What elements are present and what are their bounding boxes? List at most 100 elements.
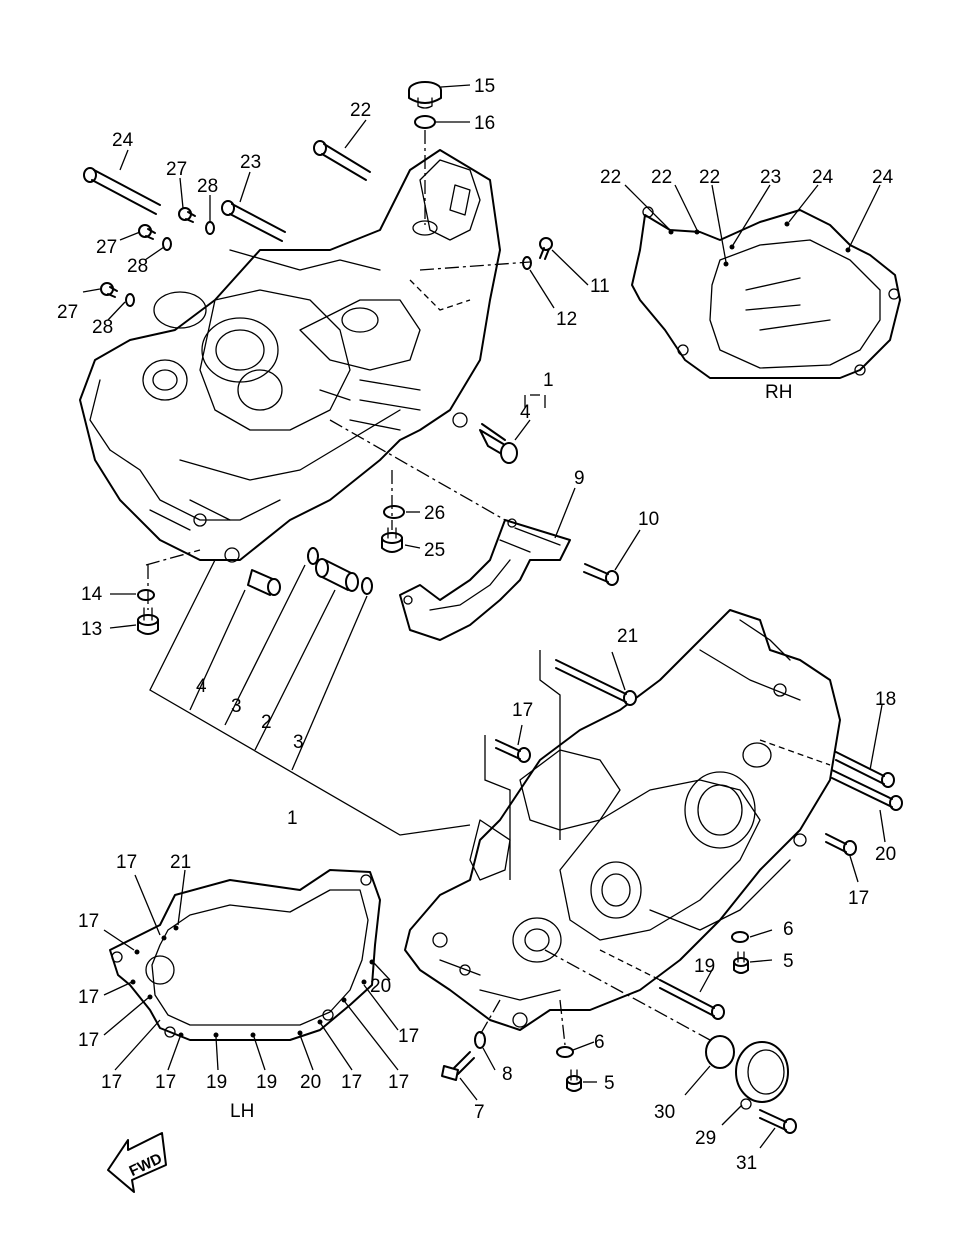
bolt-11 [539,237,553,260]
guard-plate-9 [399,518,571,641]
upper-fasteners [83,81,553,553]
label-16: 16 [474,113,495,134]
label-17-lh-a: 17 [116,852,137,873]
label-8: 8 [502,1064,513,1085]
bolt-21-right [555,659,637,706]
cover-29 [735,1041,789,1110]
right-fasteners [441,659,903,1134]
o-ring-30 [705,1035,735,1069]
label-5-right: 5 [783,951,794,972]
washer-6-lower [556,1046,574,1058]
label-3-b: 3 [293,732,304,753]
label-22-rh-a: 22 [600,167,621,188]
label-28-b: 28 [127,256,148,277]
label-12: 12 [556,309,577,330]
label-23-rh: 23 [760,167,781,188]
label-1-lower: 1 [287,808,298,829]
label-5-lower: 5 [604,1073,615,1094]
label-19-lh-b: 19 [256,1072,277,1093]
bolt-24-left [83,167,161,215]
bolt-5-lower [566,1069,582,1092]
label-20-right: 20 [875,844,896,865]
label-17-right: 17 [848,888,869,909]
label-2: 2 [261,712,272,733]
bolt-23-left [221,200,286,242]
label-28-c: 28 [92,317,113,338]
label-4-lower: 4 [196,676,207,697]
part-labels: 15 16 22 24 23 27 28 27 28 27 28 11 12 1… [57,76,896,1174]
washer-6-right [731,931,749,943]
bolt-13 [137,607,159,635]
left-small-parts [137,547,373,635]
drain-bolt-25 [381,527,403,553]
label-31: 31 [736,1153,757,1174]
label-28-a: 28 [197,176,218,197]
label-27-c: 27 [57,302,78,323]
label-17-lh-g: 17 [101,1072,122,1093]
bolt-17-right [825,833,857,856]
bolts-27 [100,207,196,298]
lh-inset-label: LH [230,1101,254,1122]
collar-2 [315,558,359,592]
washer-26 [383,505,405,519]
label-17-lh-f: 17 [388,1072,409,1093]
bolt-31 [759,1109,797,1134]
fwd-arrow: FWD [107,1132,167,1193]
label-14: 14 [81,584,103,605]
leader-lines [82,84,886,1149]
lh-inset-outline [109,869,381,1041]
label-30: 30 [654,1102,675,1123]
o-ring-3-b [361,577,373,595]
oil-plug-15 [408,81,442,109]
bolt-22-top [313,140,371,181]
label-24-upper: 24 [112,130,134,151]
rh-inset-outline [631,206,901,379]
label-17-lh-c: 17 [78,987,99,1008]
label-15: 15 [474,76,495,97]
label-26: 26 [424,503,445,524]
label-17-lh-d: 17 [78,1030,99,1051]
right-crankcase-half [404,609,841,1031]
label-21-lh: 21 [170,852,191,873]
washer-14 [137,589,155,601]
o-ring-3-a [307,547,319,565]
label-3-a: 3 [231,696,242,717]
label-4-upper: 4 [520,402,531,423]
label-24-rh-b: 24 [872,167,894,188]
label-21-right: 21 [617,626,638,647]
bolt-20-right [831,769,903,811]
label-9: 9 [574,468,585,489]
label-17-lh-e: 17 [398,1026,419,1047]
label-22-rh-b: 22 [651,167,672,188]
label-22-upper: 22 [350,100,371,121]
label-1-upper: 1 [543,370,554,391]
label-19-right: 19 [694,956,715,977]
washer-8 [474,1031,486,1049]
label-18: 18 [875,689,896,710]
label-6-right: 6 [783,919,794,940]
label-25: 25 [424,540,445,561]
bolt-19-right [659,979,725,1020]
bolt-17-upper [495,739,531,763]
bolt-7 [441,1051,475,1081]
dowel-4-left [247,569,281,596]
label-17-lh-h: 17 [341,1072,362,1093]
label-10: 10 [638,509,659,530]
label-6-lower: 6 [594,1032,605,1053]
bolt-10 [583,563,619,586]
label-29: 29 [695,1128,716,1149]
label-19-lh-a: 19 [206,1072,227,1093]
left-crankcase-half [79,149,501,563]
label-27-b: 27 [96,237,117,258]
o-ring-16 [414,115,436,129]
label-27-a: 27 [166,159,187,180]
bolt-18 [835,751,895,788]
label-24-rh-a: 24 [812,167,834,188]
rh-inset-label: RH [765,382,792,403]
label-20-lh: 20 [370,976,391,997]
dowel-4-right [479,423,518,464]
label-13: 13 [81,619,102,640]
label-11: 11 [590,276,610,297]
label-22-rh-c: 22 [699,167,720,188]
